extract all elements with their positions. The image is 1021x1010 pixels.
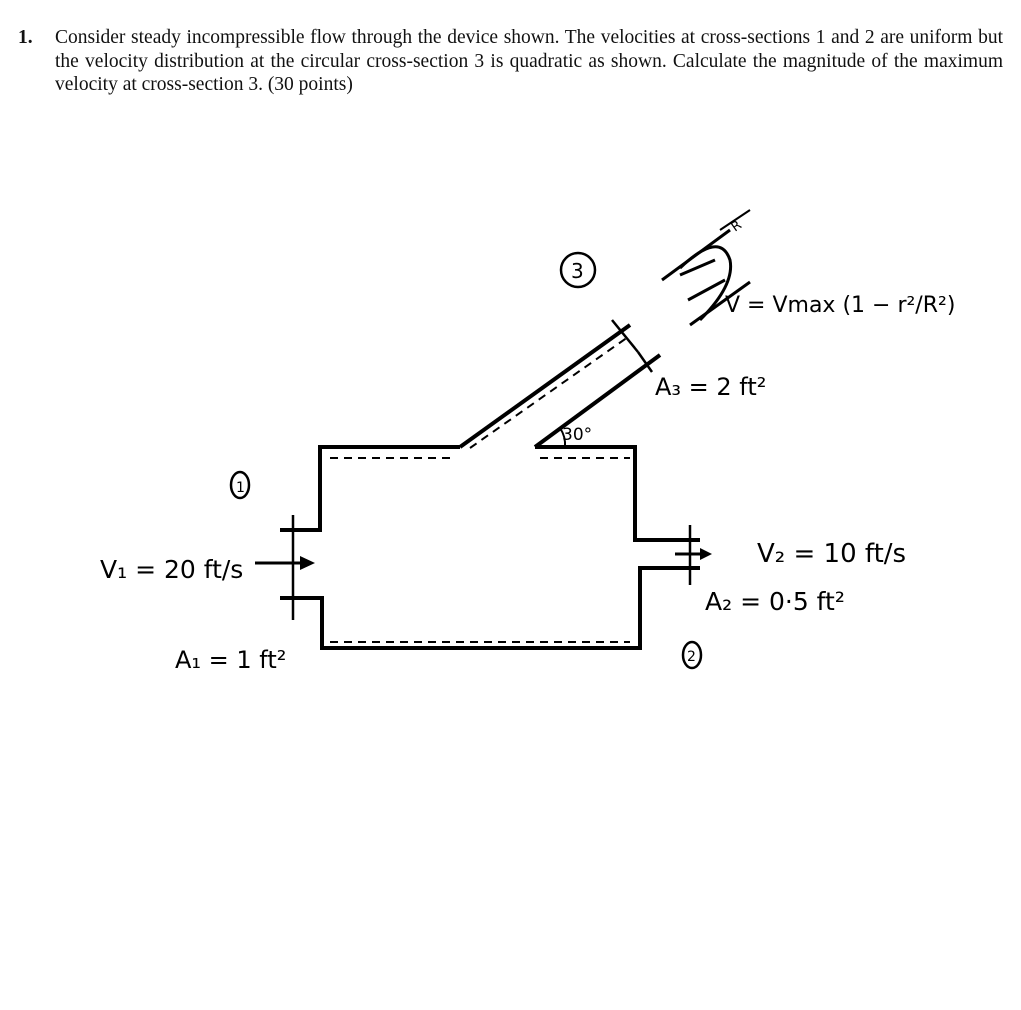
device-outline — [280, 319, 700, 650]
velocity-profile — [661, 209, 751, 327]
section-3-marker: 3 — [559, 251, 597, 289]
question-number: 1. — [18, 27, 33, 48]
outlet-arrow — [675, 548, 712, 560]
section-2-marker: 2 — [681, 640, 703, 670]
velocity-2-label: V₂ = 10 ft/s — [757, 539, 906, 569]
velocity-1-label: V₁ = 20 ft/s — [100, 555, 243, 584]
area-3-label: A₃ = 2 ft² — [655, 373, 766, 401]
svg-text:3: 3 — [571, 259, 584, 283]
svg-text:1: 1 — [236, 480, 245, 496]
radius-label: R — [729, 218, 745, 235]
area-1-label: A₁ = 1 ft² — [175, 646, 286, 674]
inlet-arrow — [255, 556, 315, 570]
question: 1. Consider steady incompressible flow t… — [18, 26, 1003, 97]
angle-arc — [559, 427, 567, 448]
dashed-inner-lines — [330, 336, 630, 643]
angle-label: 30° — [562, 425, 592, 445]
velocity-profile-equation: V = Vmax (1 − r²/R²) — [725, 293, 955, 318]
area-2-label: A₂ = 0·5 ft² — [705, 587, 845, 616]
question-text: Consider steady incompressible flow thro… — [55, 27, 1003, 95]
section-1-marker: 1 — [229, 470, 251, 500]
svg-text:2: 2 — [687, 649, 696, 665]
